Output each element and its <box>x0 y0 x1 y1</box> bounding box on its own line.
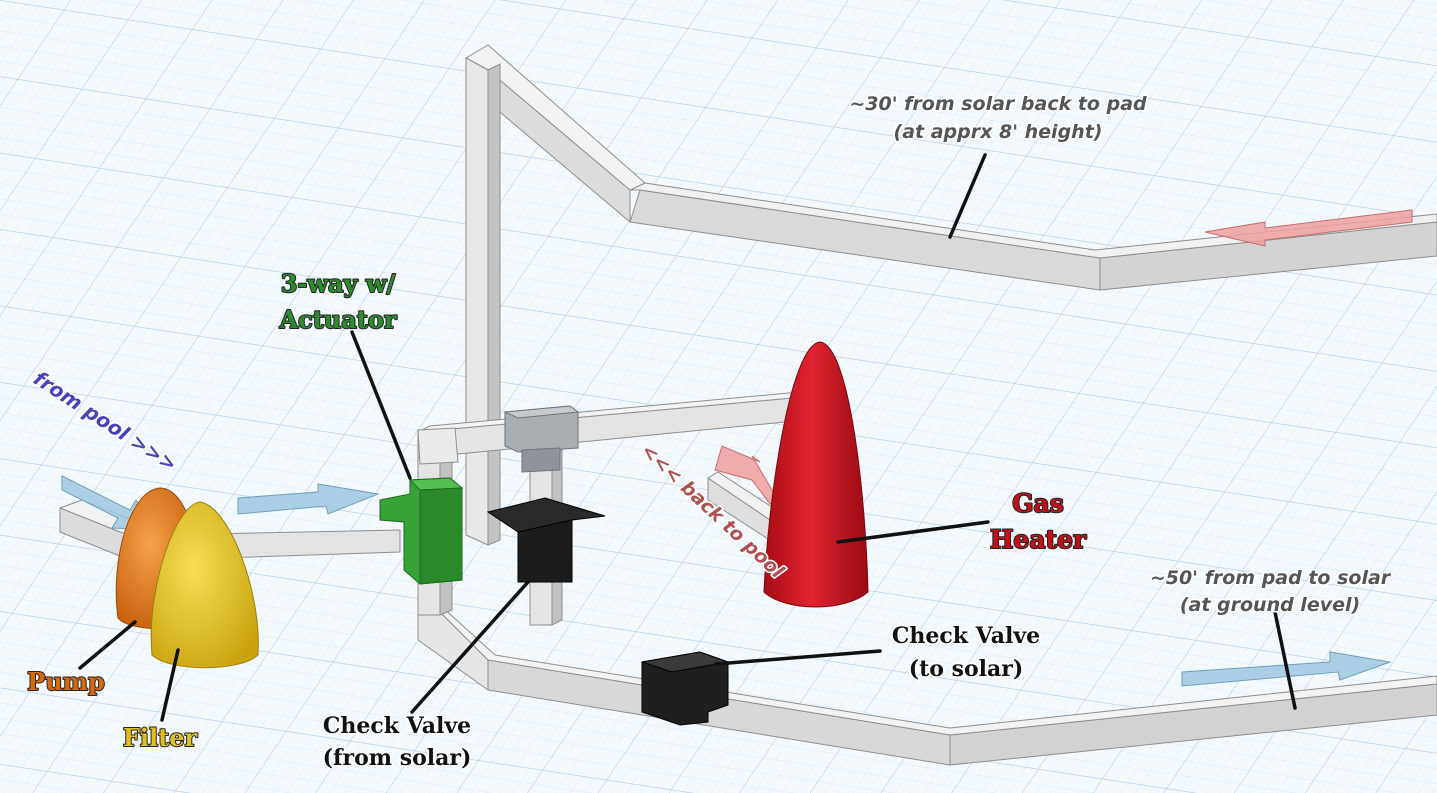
vertical-riser-pipe <box>465 57 501 546</box>
tee-fitting <box>503 405 580 473</box>
label-supply-run: ~50' from pad to solar (at ground level) <box>1148 566 1393 618</box>
leader-check-valve-from-solar <box>410 580 530 714</box>
three-way-line-1: 3-way w/ <box>281 269 396 298</box>
return-run-line-1: ~30' from solar back to pad <box>849 93 1147 115</box>
leader-return-run <box>948 153 987 239</box>
three-way-line-2: Actuator <box>278 305 396 334</box>
flow-arrow-to-valve <box>237 483 380 515</box>
flow-arrow-back-to-pool <box>714 445 779 505</box>
corner-elbow <box>417 427 459 465</box>
check-valve-from-solar-line-2: (from solar) <box>323 745 472 771</box>
leader-gas-heater <box>836 520 990 544</box>
leader-lines <box>78 153 1297 722</box>
label-return-run: ~30' from solar back to pad (at apprx 8'… <box>848 92 1149 145</box>
label-gas-heater: Gas Heater <box>989 488 1088 555</box>
flow-arrow-from-solar <box>1204 209 1413 247</box>
label-filter: Filter <box>123 723 198 752</box>
return-run-line-2: (at apprx 8' height) <box>894 121 1103 143</box>
label-pump: Pump <box>27 667 105 696</box>
check-valve-to-solar-line-2: (to solar) <box>909 656 1024 682</box>
leader-supply-run <box>1273 610 1297 710</box>
gas-heater-line-1: Gas <box>1012 489 1064 518</box>
label-check-valve-to-solar: Check Valve (to solar) <box>890 622 1041 684</box>
check-valve-from-solar <box>486 497 606 583</box>
filter-cone <box>150 501 259 669</box>
leader-three-way <box>350 330 412 480</box>
supply-run-line-2: (at ground level) <box>1180 594 1360 616</box>
supply-pipe-lower <box>417 604 1437 766</box>
check-valve-to-solar <box>641 651 730 726</box>
label-check-valve-from-solar: Check Valve (from solar) <box>321 712 473 773</box>
leader-filter <box>160 648 180 722</box>
supply-run-line-1: ~50' from pad to solar <box>1150 567 1392 589</box>
label-three-way: 3-way w/ Actuator <box>277 268 397 335</box>
gas-heater-line-2: Heater <box>990 525 1087 554</box>
leader-check-valve-to-solar <box>714 649 882 666</box>
check-valve-to-solar-line-1: Check Valve <box>892 623 1040 649</box>
leader-pump <box>78 620 137 670</box>
three-way-valve <box>379 477 464 585</box>
check-valve-from-solar-line-1: Check Valve <box>323 713 471 739</box>
